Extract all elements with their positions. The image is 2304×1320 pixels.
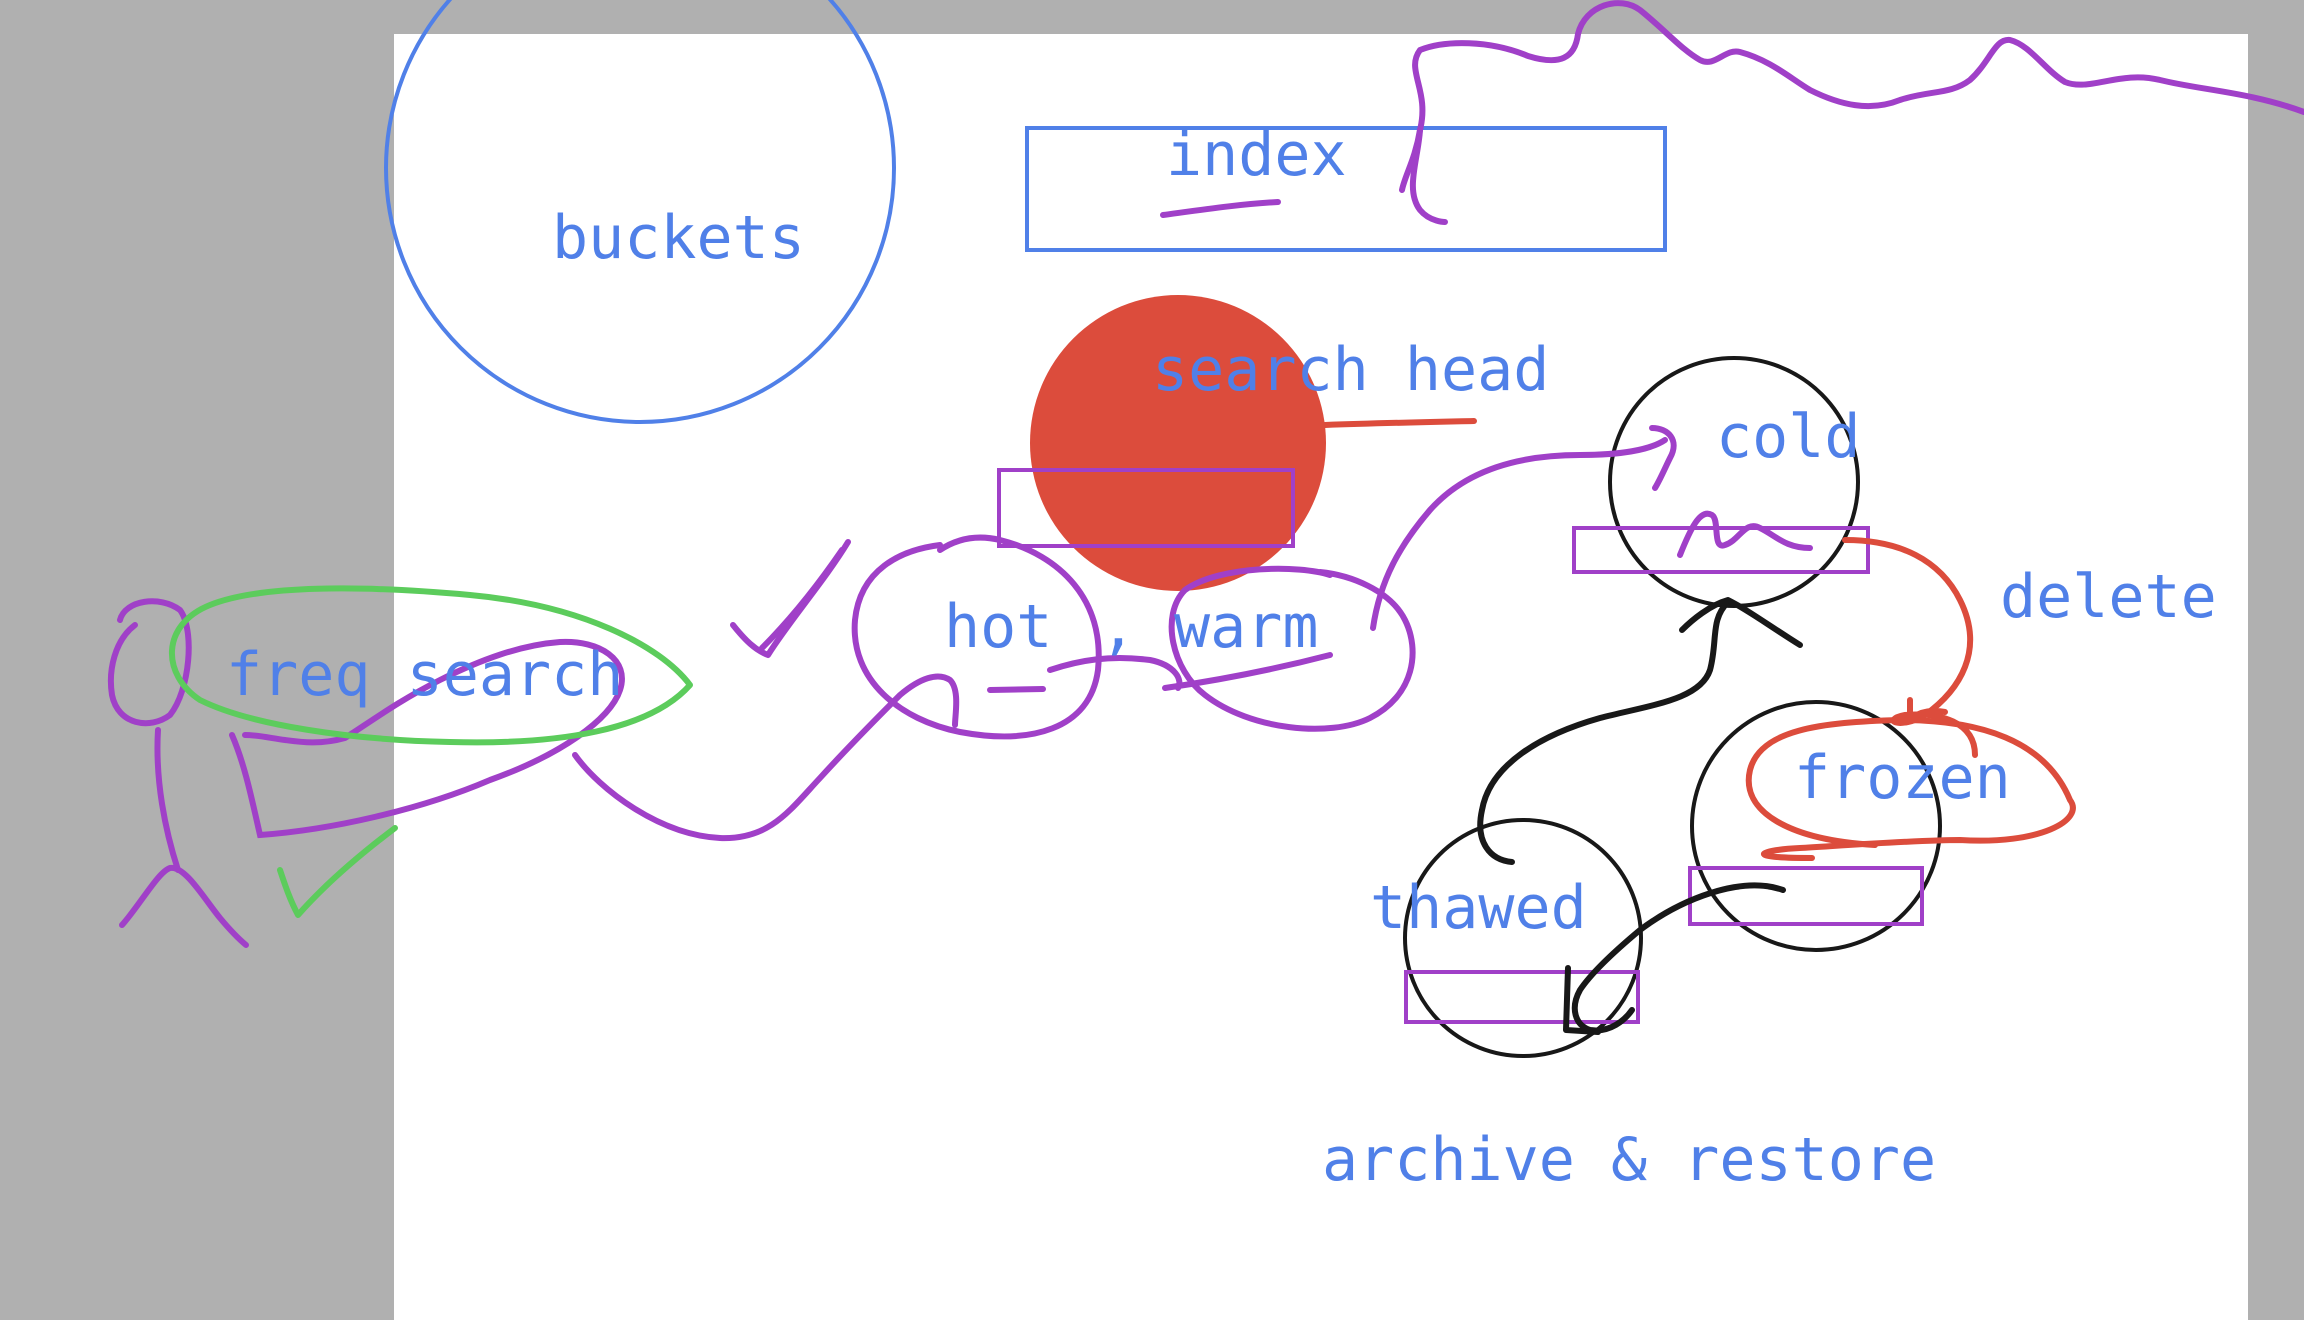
label-cold: cold <box>1716 402 1861 472</box>
thawed-to-cold-arrow <box>1477 599 1731 865</box>
purple-checkmark-tail <box>759 547 845 651</box>
label-warm: warm <box>1174 592 1319 662</box>
thawed-to-cold-arrowhead <box>1679 597 1803 648</box>
green-checkmark <box>277 825 398 918</box>
search-head-box <box>997 468 1295 548</box>
frozen-box <box>1688 866 1924 926</box>
hot-underline-1 <box>987 686 1046 693</box>
label-search-head: search head <box>1152 335 1550 405</box>
warm-underline <box>1162 652 1333 691</box>
thawed-box <box>1404 970 1640 1024</box>
index-underline <box>1160 199 1281 218</box>
thawed-circle <box>1403 818 1643 1058</box>
freq-search-ellipse <box>168 585 693 746</box>
index-hook <box>1409 127 1448 225</box>
label-comma: , <box>1100 592 1137 662</box>
stick-figure-arm <box>229 638 625 839</box>
cold-squiggle <box>1677 510 1813 558</box>
stick-figure-body <box>154 727 181 873</box>
label-hot: hot <box>944 592 1053 662</box>
hot-loop <box>851 534 1102 740</box>
search-head-circle <box>1030 295 1326 591</box>
warm-loop <box>1168 565 1416 732</box>
frozen-to-thawed-arrowhead <box>1563 965 1601 1035</box>
stick-figure-head <box>107 598 192 727</box>
label-delete: delete <box>2000 562 2217 632</box>
stick-figure-legs <box>119 864 249 948</box>
search-to-hot-curve <box>572 673 960 842</box>
hot-warm-link <box>1047 655 1183 691</box>
label-archive-restore: archive & restore <box>1322 1125 1937 1195</box>
warm-to-cold-curve <box>1370 437 1668 631</box>
label-frozen: frozen <box>1794 743 2011 813</box>
top-squiggle <box>1399 0 2304 193</box>
delete-arrow <box>1842 537 1978 758</box>
label-thawed: thawed <box>1370 873 1587 943</box>
label-freq-search: freq search <box>226 640 624 710</box>
search-head-underline <box>1322 418 1477 428</box>
frozen-circle <box>1690 700 1942 952</box>
cold-bracket <box>1649 425 1677 491</box>
label-index: index <box>1166 120 1347 190</box>
label-buckets: buckets <box>552 203 805 273</box>
buckets-circle <box>384 0 896 424</box>
frozen-red-loop <box>1745 716 2076 861</box>
index-box <box>1025 126 1667 252</box>
cold-box <box>1572 526 1870 574</box>
